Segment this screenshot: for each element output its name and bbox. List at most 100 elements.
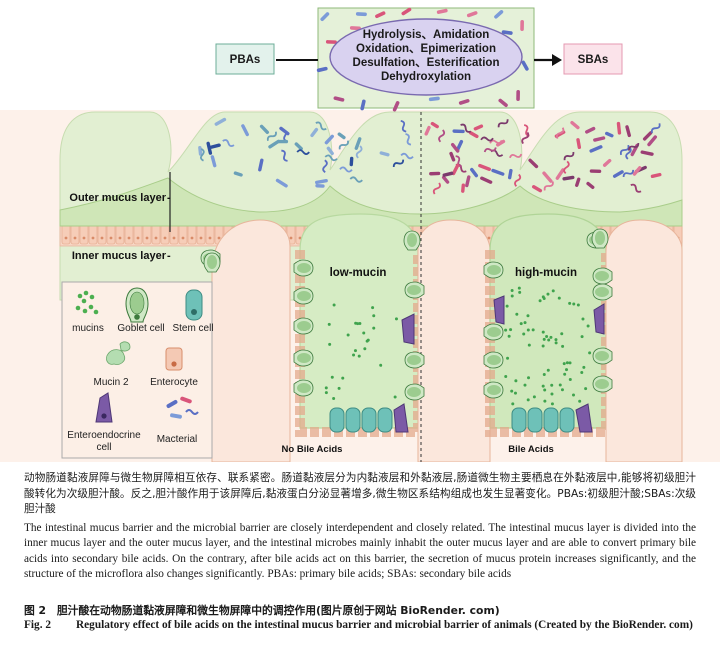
bacterium [647, 135, 657, 147]
bacterium [460, 123, 472, 133]
mucin-dot [545, 335, 549, 339]
low-mucin-label: low-mucin [330, 267, 387, 279]
panel-bacterium [494, 10, 504, 19]
panel-bacterium [320, 12, 330, 22]
mucin-dot [517, 286, 521, 290]
legend-mucin2-label: Mucin 2 [93, 377, 128, 388]
bacterium [625, 146, 632, 160]
bacterium [497, 119, 509, 128]
mucin-dot [565, 368, 569, 372]
bacterium [562, 175, 575, 181]
mucin-dot [372, 326, 376, 330]
goblet-cell [483, 351, 504, 369]
reaction-line-2: Oxidation、Epimerization [356, 43, 496, 55]
enterocyte-cell [97, 223, 107, 245]
enterocyte-nucleus [136, 236, 140, 240]
mucin-dot [519, 322, 523, 326]
goblet-cell [483, 261, 504, 279]
mucin-dot [584, 387, 588, 391]
mucin-dot [523, 321, 527, 325]
bacterium [206, 141, 213, 155]
bacterium [326, 146, 334, 156]
bacterium [324, 134, 334, 145]
mucin-dot [510, 389, 514, 393]
enterocyte-nucleus [181, 236, 185, 240]
pbas-box [215, 43, 275, 75]
mucin-dot [541, 295, 545, 299]
fig-title-cn: 图 2 胆汁酸在动物肠道黏液屏障和微生物屏障中的调控作用(图片原创于网站 Bio… [24, 604, 500, 617]
sbas-box [563, 43, 623, 75]
enterocyte-cell [106, 223, 116, 245]
enterocyte-nucleus [91, 236, 95, 240]
goblet-cell [403, 230, 421, 251]
mucin-dot [549, 335, 553, 339]
bacterium [442, 171, 454, 177]
mucin-dot [578, 399, 582, 403]
mucin-dot [560, 388, 564, 392]
bile-acid-mucus-barrier-diagram: Hydrolysis、Amidation Oxidation、Epimeriza… [0, 7, 720, 462]
mucin-dot [372, 314, 376, 318]
mucin-dot [550, 383, 554, 387]
caption-chinese: 动物肠道黏液屏障与微生物屏障相互依存、联系紧密。肠道黏液层分为内黏液层和外黏液层… [24, 471, 696, 518]
mucin-dot [509, 328, 513, 332]
goblet-cell [404, 281, 425, 299]
bacterium [619, 144, 630, 156]
mucin-dot [324, 391, 328, 395]
stem-cell-icon [185, 289, 203, 321]
bacteria-group [198, 117, 662, 195]
legend-goblet-label: Goblet cell [117, 323, 164, 334]
mucin-dot [358, 322, 362, 326]
bacterium [630, 183, 642, 193]
legend-enteroendocrine-label: Enteroendocrine [67, 430, 141, 441]
panel-bacterium [333, 96, 345, 102]
bacterium [507, 168, 513, 180]
bacterium [338, 140, 349, 150]
enterocyte-nucleus [109, 236, 113, 240]
goblet-cell-icon [125, 287, 149, 323]
enterocyte-cell [196, 223, 206, 245]
mucin-dot [547, 338, 551, 342]
bacterium [555, 127, 565, 139]
bacterium [322, 159, 328, 173]
legend-stem-label: Stem cell [172, 323, 213, 334]
mucin-dot [522, 332, 526, 336]
mucin-dot [506, 356, 510, 360]
bacterium [543, 181, 554, 191]
goblet-cell [203, 252, 221, 273]
bacterium [514, 173, 522, 187]
panel-bacterium [458, 99, 470, 105]
bacterium [452, 129, 465, 134]
bacterium [483, 147, 497, 153]
mucin-dot [568, 361, 572, 365]
panel-bacteria [316, 7, 529, 112]
goblet-cell [293, 379, 314, 397]
mucin-dot [352, 353, 356, 357]
legend-mucins-label: mucins [72, 323, 104, 334]
goblet-cell [293, 317, 314, 335]
mucin-dot [557, 296, 561, 300]
bacterium [268, 139, 281, 149]
enterocyte-nucleus [298, 236, 302, 240]
bacterium [400, 152, 414, 160]
mucin-dot [550, 402, 554, 406]
bacterium [258, 158, 264, 172]
mucin-dot [550, 392, 554, 396]
legend-panel: mucins Goblet cell Stem cell Mucin 2 Ent… [61, 281, 214, 459]
mucin-dot [542, 372, 546, 376]
enterocyte-cell [115, 223, 125, 245]
panel-bacterium [516, 89, 520, 101]
mucin-dot [541, 344, 545, 348]
enterocyte-nucleus [127, 236, 131, 240]
enterocyte-nucleus [154, 236, 158, 240]
bacterium [470, 167, 479, 178]
reaction-ellipse [329, 18, 523, 96]
bacterium [296, 149, 310, 155]
mucin-dot [562, 362, 566, 366]
mucin-dot [527, 376, 531, 380]
panel-bacterium [466, 11, 478, 18]
mucin-dot [504, 374, 508, 378]
bile-acids-label: Bile Acids [508, 444, 554, 455]
goblet-cell [592, 375, 613, 393]
mucin-dot [546, 292, 550, 296]
goblet-cell [404, 351, 425, 369]
